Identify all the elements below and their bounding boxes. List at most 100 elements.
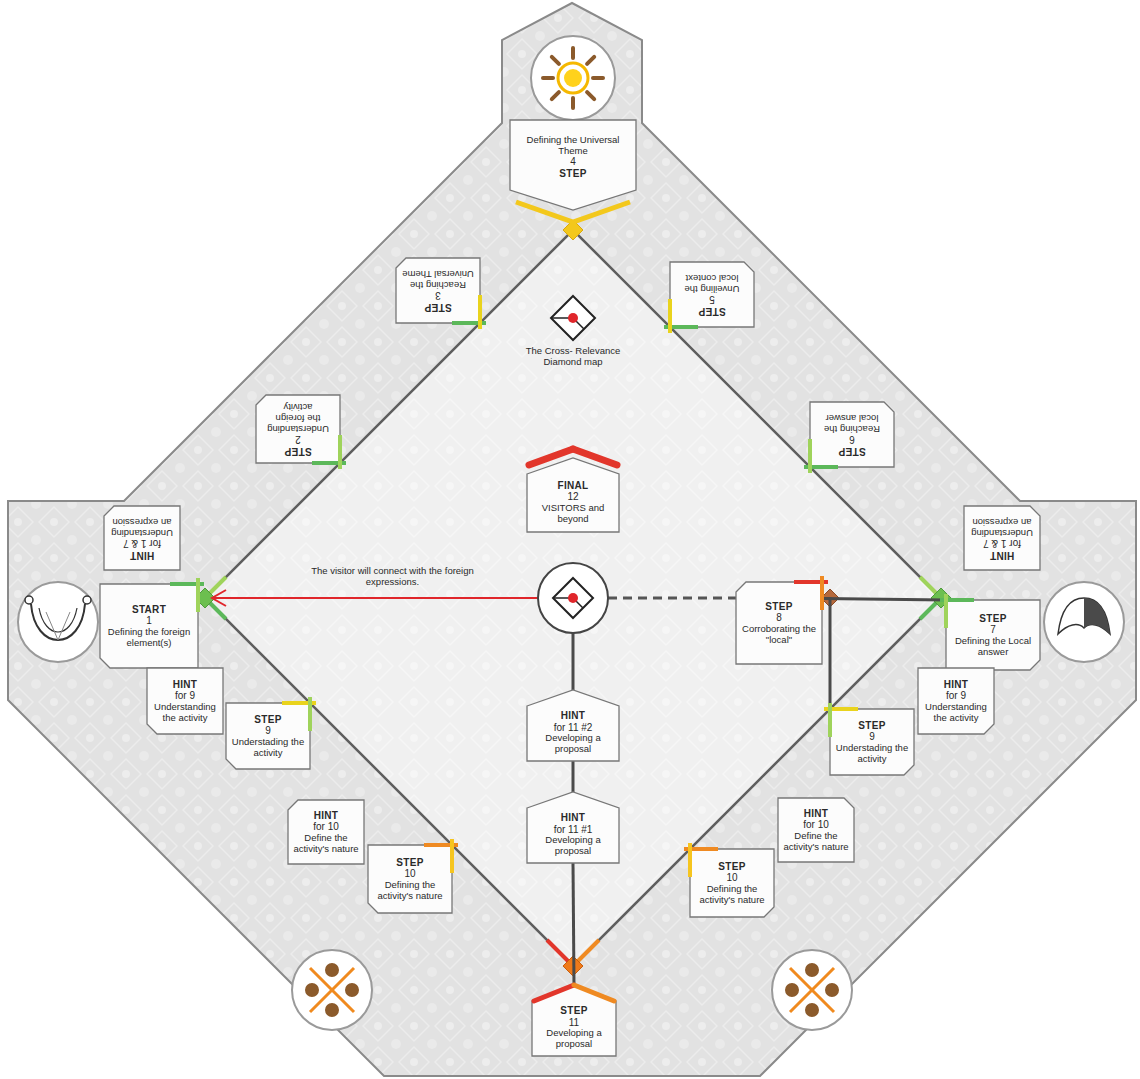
box-heading: HINT (532, 812, 614, 824)
box-text: STEP9Understading the activity (835, 720, 909, 765)
box-text: STEP6Reaching the local answer (815, 412, 889, 457)
box-description: Reaching the local answer (815, 412, 889, 434)
hint-box: HINTfor 11 #1Developing a proposal (527, 792, 619, 863)
box-heading: STEP (695, 861, 769, 873)
map-icon (551, 296, 595, 340)
box-content: STEP7Defining the Local answer (946, 600, 1040, 670)
box-text: STEP5Unveiling the local context (675, 272, 749, 317)
box-heading: STEP (231, 714, 305, 726)
step-box: STEP10Defining the activity's nature (368, 845, 452, 913)
box-description: Understanding an expression (109, 516, 175, 538)
box-number: for 10 (783, 819, 849, 831)
chevron-accent (529, 449, 573, 465)
box-heading: STEP (537, 1005, 611, 1017)
corner-accent (944, 594, 948, 628)
box-number: 2 (261, 434, 335, 446)
step-box: STEP9Understading the activity (830, 709, 914, 775)
box-content: STEP6Reaching the local answer (810, 402, 894, 467)
box-number: 10 (373, 868, 447, 880)
final-box: FINAL12VISITORS and beyond (527, 458, 619, 532)
box-text: HINTfor 1 & 7Understanding an expression (109, 516, 175, 561)
box-text: STEP8Corroborating the "local" (741, 601, 817, 646)
box-number: for 1 & 7 (969, 537, 1035, 549)
note-label: The visitor will connect with the foreig… (305, 565, 480, 588)
center-link (572, 633, 575, 690)
board-outline (8, 3, 1136, 1076)
box-heading: START (105, 604, 193, 616)
box-heading: STEP (516, 168, 630, 180)
box-heading: STEP (261, 445, 335, 457)
box-number: 3 (401, 290, 475, 302)
box-number: 4 (516, 156, 630, 168)
box-content: HINTfor 1 & 7Understanding an expression (964, 506, 1040, 570)
box-text: STEP11Developing a proposal (537, 1005, 611, 1050)
box-border (256, 395, 340, 463)
box-text: Defining the Universal Theme4STEP (516, 135, 630, 180)
box-number: for 9 (152, 690, 218, 702)
box-description: Defining the foreign element(s) (105, 627, 193, 649)
box-border (226, 703, 310, 769)
box-border (288, 800, 364, 864)
box-border (147, 668, 223, 734)
step-box: STEP7Defining the Local answer (946, 600, 1040, 670)
box-heading: HINT (293, 810, 359, 822)
corner-accent (308, 697, 312, 731)
box-border (830, 709, 914, 775)
box-number: for 10 (293, 821, 359, 833)
box-number: 7 (951, 624, 1035, 636)
box-text: STEP10Defining the activity's nature (373, 857, 447, 902)
box-description: Defining the activity's nature (373, 880, 447, 902)
box-content: STEP9Understading the activity (226, 703, 310, 769)
corner-accent (338, 435, 342, 469)
box-border (100, 584, 198, 668)
box-number: for 1 & 7 (109, 537, 175, 549)
box-border (918, 668, 994, 734)
box-content: HINTfor 9Understanding the activity (918, 668, 994, 734)
box-number: for 11 #1 (532, 824, 614, 836)
box-content: HINTfor 1 & 7Understanding an expression (104, 506, 180, 570)
chevron-accent (574, 985, 614, 1001)
box-description: Developing a proposal (537, 1028, 611, 1050)
corner-accent (808, 439, 812, 473)
box-number: 6 (815, 434, 889, 446)
box-number: 10 (695, 872, 769, 884)
step-box: Defining the Universal Theme4STEP (510, 120, 636, 210)
box-border (532, 985, 616, 1056)
box-content: HINTfor 10Define the activity's nature (288, 800, 364, 864)
box-heading: STEP (951, 613, 1035, 625)
box-text: START1Defining the foreign element(s) (105, 604, 193, 649)
box-heading: STEP (835, 720, 909, 732)
box-heading: HINT (969, 549, 1035, 561)
corner-accent (450, 839, 454, 873)
box-text: STEP9Understading the activity (231, 714, 305, 759)
box-description: Define the activity's nature (293, 833, 359, 855)
box-border (946, 600, 1040, 670)
hint-box: HINTfor 1 & 7Understanding an expression (964, 506, 1040, 570)
hint-box: HINTfor 10Define the activity's nature (288, 800, 364, 864)
box-number: for 11 #2 (532, 722, 614, 734)
hint-box: HINTfor 10Define the activity's nature (778, 798, 854, 862)
step-box: STEP3Reaching the Universal Theme (396, 258, 480, 323)
box-heading: STEP (675, 305, 749, 317)
hint-box: HINTfor 1 & 7Understanding an expression (104, 506, 180, 570)
box-text: HINTfor 9Understanding the activity (923, 679, 989, 724)
activity-icon (292, 950, 372, 1030)
box-text: FINAL12VISITORS and beyond (532, 480, 614, 525)
box-description: Understanding the foreign activity (261, 401, 335, 434)
box-description: Developing a proposal (532, 733, 614, 755)
box-heading: HINT (532, 710, 614, 722)
box-content: STEP3Reaching the Universal Theme (396, 258, 480, 323)
box-border (964, 506, 1040, 570)
red-arrow (214, 597, 538, 599)
box-content: HINTfor 10Define the activity's nature (778, 798, 854, 862)
box-text: HINTfor 10Define the activity's nature (293, 810, 359, 855)
box-heading: STEP (401, 301, 475, 313)
box-text: HINTfor 11 #1Developing a proposal (532, 812, 614, 857)
connector-line (572, 761, 575, 792)
corner-accent (478, 295, 482, 329)
hint-box: HINTfor 9Understanding the activity (918, 668, 994, 734)
box-border (527, 690, 619, 761)
box-description: Understading the activity (231, 737, 305, 759)
